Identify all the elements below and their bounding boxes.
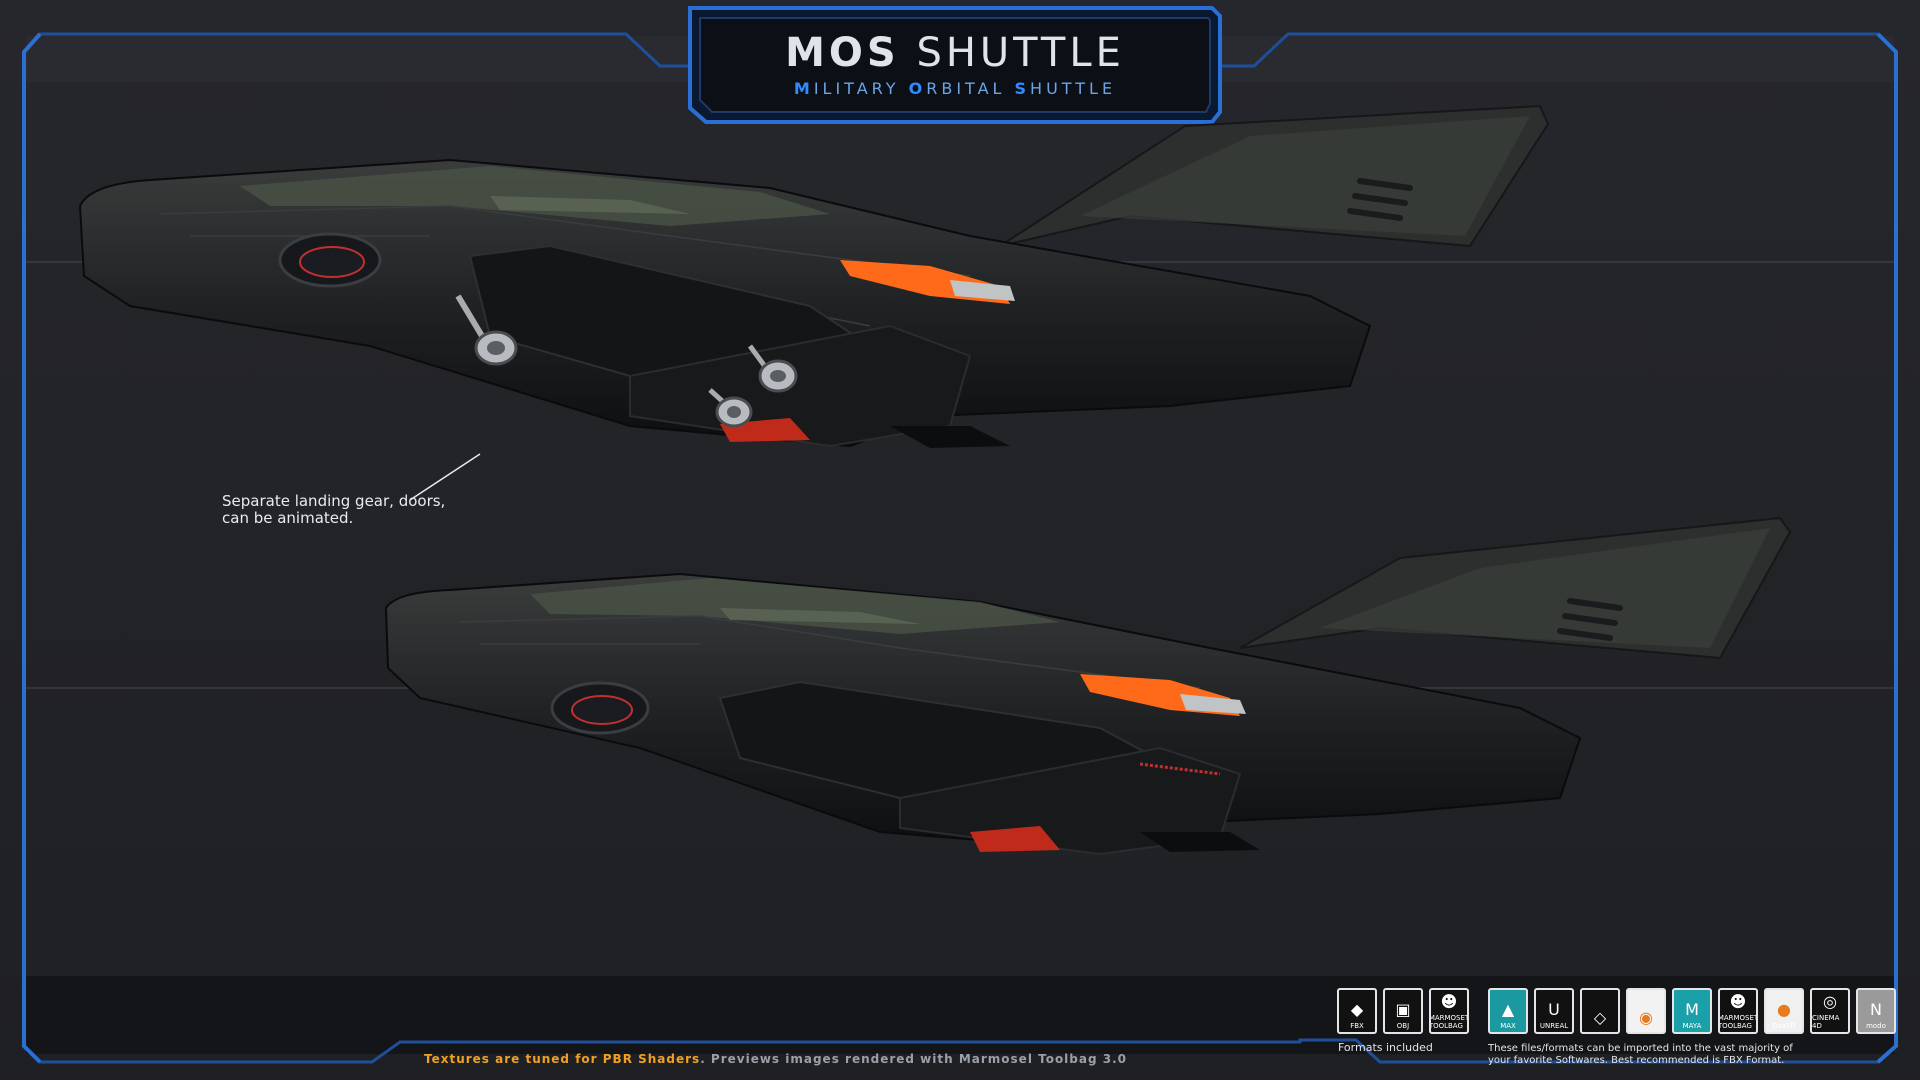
subtitle-part: O [908,78,927,98]
cinema4d-icon-glyph: ◎ [1823,992,1837,1011]
title-light: SHUTTLE [916,29,1125,76]
shuttle-render-gear-down [78,104,1550,501]
marmoset-icon-label: MARMOSET TOOLBAG [1429,1014,1469,1030]
unreal-icon: U UNREAL [1534,988,1574,1034]
marmoset-icon: ☻ MARMOSET TOOLBAG [1718,988,1758,1034]
obj-icon-glyph: ▣ [1395,1000,1411,1019]
formats-icons: ◆ FBX ▣ OBJ ☻ MARMOSET TOOLBAG [1337,988,1469,1034]
modo-icon-label: modo [1866,1022,1886,1030]
title-plate: MOS SHUTTLE MILITARY ORBITAL SHUTTLE [700,14,1210,114]
fbx-icon-glyph: ◆ [1350,1000,1364,1019]
shuttle-render-gear-up [384,516,1792,856]
subtitle-part: S [1014,78,1031,98]
cinema4d-icon: ◎ CINEMA 4D [1810,988,1850,1034]
unity-icon-glyph: ◇ [1593,1008,1607,1027]
daz3d-icon-label: Daz3D [1772,1022,1796,1030]
marmoset-icon-glyph: ☻ [1729,992,1747,1011]
annotation-label: Separate landing gear, doors, can be ani… [222,492,446,527]
footer-note-marmoset: Marmosel Toolbag 3.0 [958,1052,1128,1066]
subtitle-part: HUTTLE [1030,78,1117,98]
formats-caption: Formats included [1338,1041,1433,1054]
obj-icon-label: OBJ [1396,1022,1410,1030]
page-title: MOS SHUTTLE [785,31,1125,75]
fbx-icon-label: FBX [1350,1022,1364,1030]
footer-note-pbr: Textures are tuned for PBR Shaders [424,1052,701,1066]
3dsmax-icon: ▲ MAX [1488,988,1528,1034]
marmoset-icon-label: MARMOSET TOOLBAG [1718,1014,1758,1030]
unreal-icon-glyph: U [1548,1000,1560,1019]
footer-note-text: . Previews images rendered with [700,1052,959,1066]
3dsmax-icon-glyph: ▲ [1501,1000,1515,1019]
maya-icon-label: MAYA [1682,1022,1702,1030]
marmoset-icon: ☻ MARMOSET TOOLBAG [1429,988,1469,1034]
subtitle-part: RBITAL [926,78,1015,98]
engine-pod [840,260,1015,304]
maya-icon: M MAYA [1672,988,1712,1034]
page-subtitle: MILITARY ORBITAL SHUTTLE [794,79,1116,98]
engine-pod [1080,674,1246,716]
obj-icon: ▣ OBJ [1383,988,1423,1034]
subtitle-part: M [793,78,814,98]
modo-icon-glyph: N [1870,1000,1882,1019]
software-icons: ▲ MAX U UNREAL ◇ ◉ M MAYA ☻ MARMOSET TOOLBAG ● Daz3… [1488,988,1896,1034]
3dsmax-icon-label: MAX [1500,1022,1516,1030]
unreal-icon-label: UNREAL [1539,1022,1569,1030]
daz3d-icon-glyph: ● [1777,1000,1791,1019]
blender-icon-glyph: ◉ [1639,1008,1653,1027]
fbx-icon: ◆ FBX [1337,988,1377,1034]
marmoset-icon-glyph: ☻ [1440,992,1458,1011]
annotation-leader-line [409,453,481,501]
title-bold: MOS [785,29,900,76]
subtitle-part: ILITARY [813,78,909,98]
software-caption: These files/formats can be imported into… [1488,1043,1793,1066]
cinema4d-icon-label: CINEMA 4D [1812,1014,1840,1030]
unity-icon: ◇ [1580,988,1620,1034]
footer-note: Textures are tuned for PBR Shaders. Prev… [424,1052,1127,1066]
maya-icon-glyph: M [1685,1000,1699,1019]
landing-gear [455,294,798,428]
daz3d-icon: ● Daz3D [1764,988,1804,1034]
blender-icon: ◉ [1626,988,1666,1034]
